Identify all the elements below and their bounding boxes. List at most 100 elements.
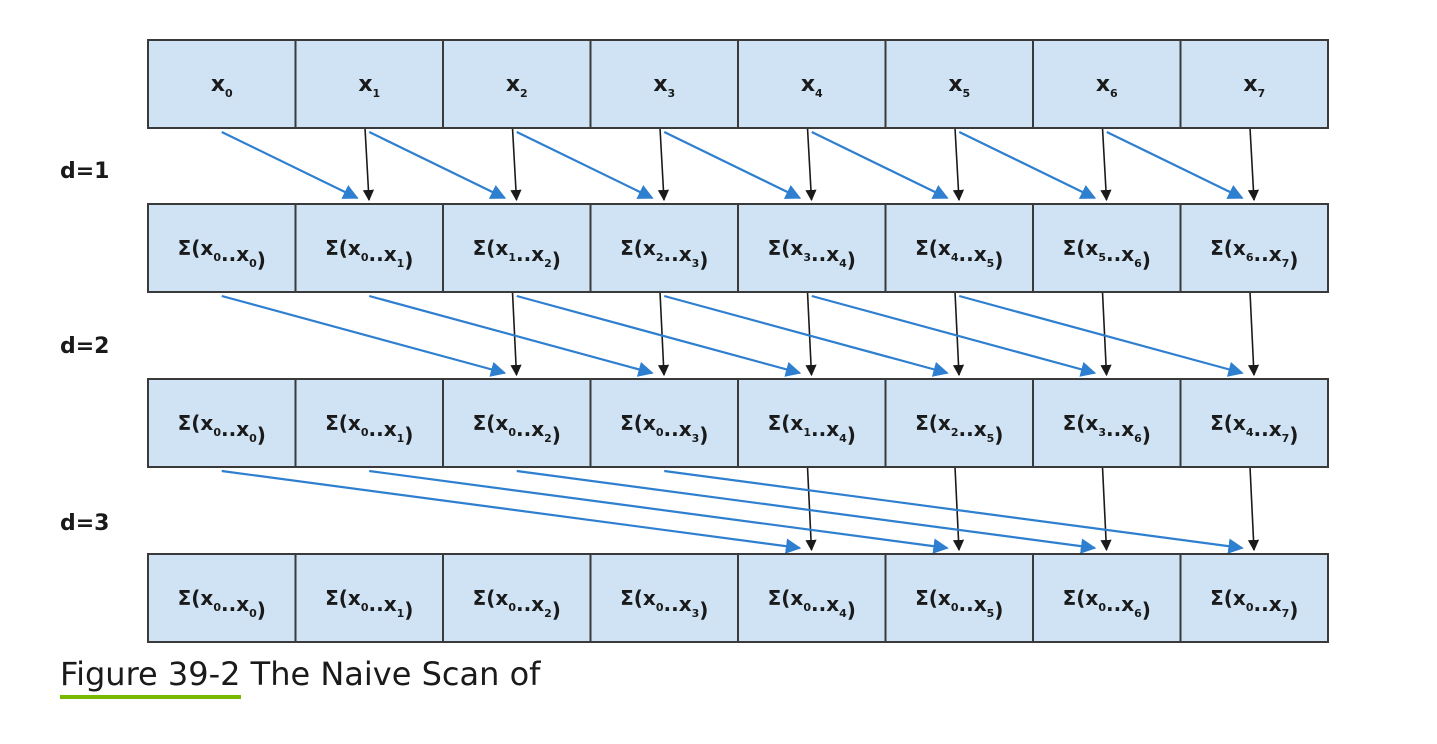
cell-box: [147, 553, 297, 643]
carry-down-arrow: [362, 127, 375, 202]
cells-layer: x0 x1 x2 x3 x4 x5 x6 x7Σ(x0..x0) Σ(x0..x1) Σ(x1..…: [147, 39, 1329, 643]
scan-cell: Σ(x0..x2): [442, 378, 592, 468]
cell-box: [1179, 378, 1329, 468]
scan-cell: Σ(x2..x5): [884, 378, 1034, 468]
cell-label: Σ(x1..x4): [768, 411, 856, 447]
cell-label: Σ(x0..x1): [325, 586, 413, 622]
add-arrow: [516, 469, 1097, 554]
add-arrow: [368, 131, 507, 199]
arrows-layer: [221, 127, 1260, 554]
cell-box: [294, 203, 444, 293]
cell-box: [1179, 553, 1329, 643]
cell-label: Σ(x5..x6): [1063, 236, 1151, 272]
scan-cell: Σ(x5..x6): [1032, 203, 1182, 293]
cell-box: [1032, 203, 1182, 293]
add-arrow: [663, 294, 949, 377]
scan-cell: Σ(x0..x2): [442, 553, 592, 643]
cell-label: Σ(x2..x5): [915, 411, 1003, 447]
cell-label: Σ(x3..x6): [1063, 411, 1151, 447]
scan-cell: x6: [1032, 39, 1182, 129]
carry-down-arrow: [657, 127, 670, 202]
carry-down-arrow: [1247, 291, 1260, 377]
scan-cell: Σ(x3..x6): [1032, 378, 1182, 468]
scan-cell: Σ(x0..x1): [294, 553, 444, 643]
add-arrow: [368, 294, 654, 377]
carry-down-arrow: [1247, 466, 1260, 552]
add-arrow: [811, 131, 949, 199]
level-label: d=3: [60, 511, 110, 536]
scan-cell: Σ(x0..x1): [294, 378, 444, 468]
scan-cell: x1: [294, 39, 444, 129]
cell-label: Σ(x0..x1): [325, 236, 413, 272]
add-arrow: [958, 294, 1244, 377]
scan-cell: x4: [737, 39, 887, 129]
cell-box: [442, 39, 592, 129]
scan-cell: x0: [147, 39, 297, 129]
scan-cell: Σ(x0..x0): [147, 378, 297, 468]
carry-down-arrow: [952, 291, 965, 377]
cell-label: x4: [801, 72, 823, 100]
cell-box: [147, 203, 297, 293]
cell-label: Σ(x1..x2): [473, 236, 561, 272]
add-arrow: [663, 131, 802, 199]
scan-cell: Σ(x0..x3): [589, 378, 739, 468]
scan-cell: Σ(x6..x7): [1179, 203, 1329, 293]
cell-label: Σ(x2..x3): [620, 236, 708, 272]
cell-box: [1179, 39, 1329, 129]
cell-box: [1032, 39, 1182, 129]
scan-cell: x3: [589, 39, 739, 129]
cell-box: [589, 378, 739, 468]
cell-label: Σ(x0..x4): [768, 586, 856, 622]
scan-cell: Σ(x1..x2): [442, 203, 592, 293]
cell-label: Σ(x0..x3): [620, 411, 708, 447]
carry-down-arrow: [1100, 466, 1112, 552]
carry-down-arrow: [1100, 291, 1112, 377]
scan-cell: Σ(x0..x6): [1032, 553, 1182, 643]
cell-box: [737, 203, 887, 293]
scan-cell: Σ(x0..x7): [1179, 553, 1329, 643]
cell-box: [442, 553, 592, 643]
cell-label: x7: [1243, 72, 1265, 100]
figure-reference-link[interactable]: Figure 39-2: [60, 655, 241, 699]
cell-label: Σ(x4..x5): [915, 236, 1003, 272]
cell-label: Σ(x0..x2): [473, 586, 561, 622]
cell-box: [884, 39, 1034, 129]
carry-down-arrow: [1247, 127, 1260, 202]
figure-title: The Naive Scan of: [240, 655, 541, 693]
add-arrow: [516, 131, 654, 199]
scan-cell: x7: [1179, 39, 1329, 129]
scan-cell: Σ(x1..x4): [737, 378, 887, 468]
carry-down-arrow: [1100, 127, 1112, 202]
figure-caption: Figure 39-2 The Naive Scan of: [60, 655, 540, 699]
cell-box: [294, 39, 444, 129]
scan-cell: Σ(x0..x5): [884, 553, 1034, 643]
cell-label: x0: [211, 72, 233, 100]
add-arrow: [369, 469, 949, 554]
cell-label: Σ(x0..x3): [620, 586, 708, 622]
add-arrow: [811, 294, 1097, 377]
cell-box: [147, 39, 297, 129]
scan-cell: Σ(x3..x4): [737, 203, 887, 293]
add-arrow: [221, 469, 802, 554]
level-labels: d=1d=2d=3: [60, 159, 110, 536]
carry-down-arrow: [657, 291, 670, 377]
cell-label: Σ(x0..x0): [178, 411, 266, 447]
cell-label: Σ(x0..x6): [1063, 586, 1151, 622]
carry-down-arrow: [805, 291, 817, 377]
carry-down-arrow: [510, 291, 522, 377]
cell-label: Σ(x4..x7): [1210, 411, 1298, 447]
cell-label: x2: [506, 72, 528, 100]
cell-label: x5: [948, 72, 970, 100]
cell-box: [884, 378, 1034, 468]
cell-label: Σ(x0..x2): [473, 411, 561, 447]
cell-box: [147, 378, 297, 468]
cell-box: [737, 553, 887, 643]
carry-down-arrow: [510, 127, 522, 202]
carry-down-arrow: [952, 466, 965, 552]
naive-scan-diagram: x0 x1 x2 x3 x4 x5 x6 x7Σ(x0..x0) Σ(x0..x1) Σ(x1..…: [60, 39, 1329, 643]
cell-label: x6: [1096, 72, 1118, 100]
scan-cell: Σ(x0..x1): [294, 203, 444, 293]
carry-down-arrow: [805, 127, 817, 202]
scan-cell: Σ(x0..x0): [147, 203, 297, 293]
cell-label: Σ(x0..x0): [178, 586, 266, 622]
